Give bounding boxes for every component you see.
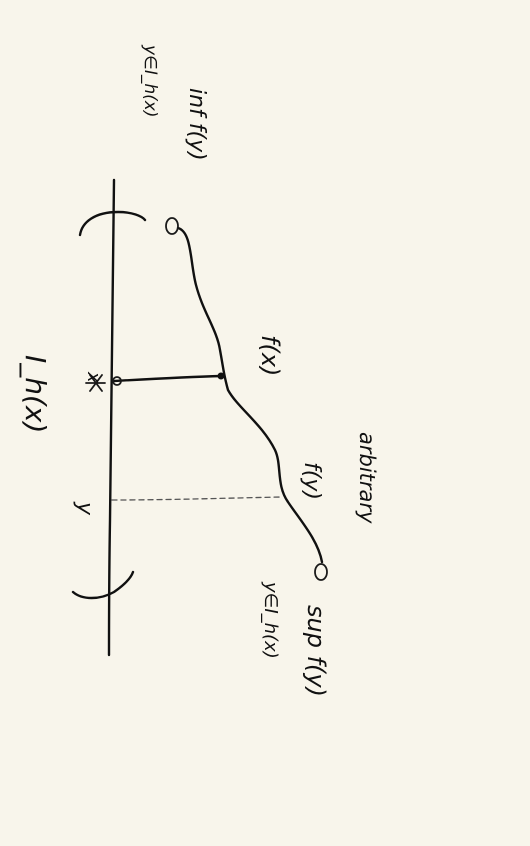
inf-label: inf f(y) [184,88,209,161]
sup-label: sup f(y) [302,605,330,697]
axis-line [107,178,116,657]
interval-right-bracket [71,570,135,600]
x-label: x [83,371,104,383]
fy-label: f(y) [299,462,324,500]
function-curve [176,226,324,564]
x-cross-mark [85,374,106,392]
y-label: y [72,501,97,516]
arbitrary-label: arbitrary [355,432,379,524]
fx-projection-line [112,374,223,383]
interval-left-bracket [78,210,147,237]
inf-subscript: y∈I_h(x) [140,44,160,117]
x-point-marker [112,376,122,386]
sup-open-circle [314,563,328,581]
fx-label: f(x) [256,335,284,376]
fy-projection-line [111,496,283,501]
interval-label: I_h(x) [19,355,52,433]
sup-subscript: y∈I_h(x) [260,581,281,659]
inf-open-circle [165,217,179,235]
